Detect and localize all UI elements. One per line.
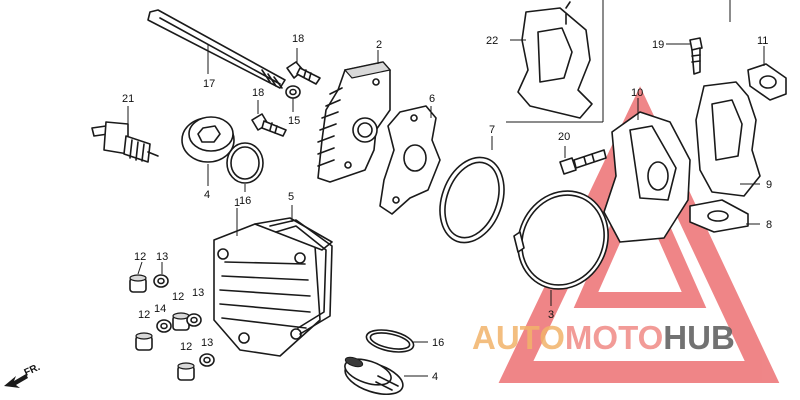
washer-13a <box>153 274 169 288</box>
callout-2: 2 <box>376 39 382 51</box>
bolt-20 <box>559 149 607 175</box>
cap-nut-12a <box>129 274 147 293</box>
callout-21: 21 <box>122 93 134 105</box>
cap-nut-12b <box>172 312 190 331</box>
bent-pipe-9 <box>695 81 761 197</box>
manifold-22 <box>517 1 593 119</box>
finned-housing-2 <box>317 61 392 183</box>
intake-housing-10 <box>603 111 691 243</box>
callout-12d: 12 <box>180 341 192 353</box>
callout-10: 10 <box>631 87 643 99</box>
callout-9: 9 <box>766 179 772 191</box>
callout-18-upper: 18 <box>292 33 304 45</box>
cap-nut-12d <box>177 362 195 381</box>
washer-13c <box>199 353 215 367</box>
o-ring-16-lower <box>365 329 415 353</box>
gasket-8 <box>689 199 749 233</box>
callout-labels: 17 18 18 15 2 6 7 21 4 16 1 5 22 10 19 1… <box>122 33 772 383</box>
callout-15: 15 <box>288 115 300 127</box>
cylinder-head-1 <box>213 217 333 357</box>
callout-5: 5 <box>288 191 294 203</box>
washer-13b <box>186 313 202 327</box>
gasket-6 <box>379 105 441 215</box>
callout-16-upper: 16 <box>239 195 251 207</box>
callout-12a: 12 <box>134 251 146 263</box>
callout-12c: 12 <box>138 309 150 321</box>
bolt-18-lower <box>251 113 287 137</box>
callout-22: 22 <box>486 35 498 47</box>
head-gasket-5 <box>269 219 333 335</box>
callout-1: 1 <box>234 197 240 209</box>
callout-4-lower: 4 <box>432 371 438 383</box>
callout-16-lower: 16 <box>432 337 444 349</box>
spark-plug-21 <box>91 121 159 163</box>
callout-12b: 12 <box>172 291 184 303</box>
callout-7: 7 <box>489 124 495 136</box>
callout-13a: 13 <box>156 251 168 263</box>
washer-15 <box>285 85 301 99</box>
bolt-18-upper <box>286 61 321 85</box>
cap-4-lower <box>344 356 404 396</box>
gasket-11 <box>747 63 787 101</box>
callout-18-lower: 18 <box>252 87 264 99</box>
leader-lines <box>127 39 765 377</box>
callout-17: 17 <box>203 78 215 90</box>
cap-nut-12c <box>135 332 153 351</box>
o-ring-7 <box>439 156 505 244</box>
callout-13c: 13 <box>201 337 213 349</box>
washer-14 <box>156 319 172 333</box>
cap-4-upper <box>181 116 235 163</box>
bolt-19 <box>689 37 703 75</box>
callout-14: 14 <box>154 303 166 315</box>
svg-text:AUTOMOTOHUB: AUTOMOTOHUB <box>472 319 735 356</box>
direction-label: FR. <box>23 362 42 379</box>
callout-3: 3 <box>548 309 554 321</box>
watermark-text: AUTOMOTOHUB <box>472 319 735 356</box>
section-border <box>506 0 731 123</box>
watermark-part1: AUTO <box>472 319 565 356</box>
stud-bolt-17 <box>147 9 286 89</box>
callout-19: 19 <box>652 39 664 51</box>
callout-4-upper: 4 <box>204 189 210 201</box>
callout-6: 6 <box>429 93 435 105</box>
o-ring-16-upper <box>226 142 264 184</box>
watermark-part2: MOTO <box>565 319 663 356</box>
front-direction-arrow: FR. <box>4 362 42 388</box>
callout-11: 11 <box>757 35 768 47</box>
watermark-part3: HUB <box>663 319 735 356</box>
callout-8: 8 <box>766 219 772 231</box>
round-cover-3 <box>513 190 609 290</box>
callout-13b: 13 <box>192 287 204 299</box>
callout-20: 20 <box>558 131 570 143</box>
